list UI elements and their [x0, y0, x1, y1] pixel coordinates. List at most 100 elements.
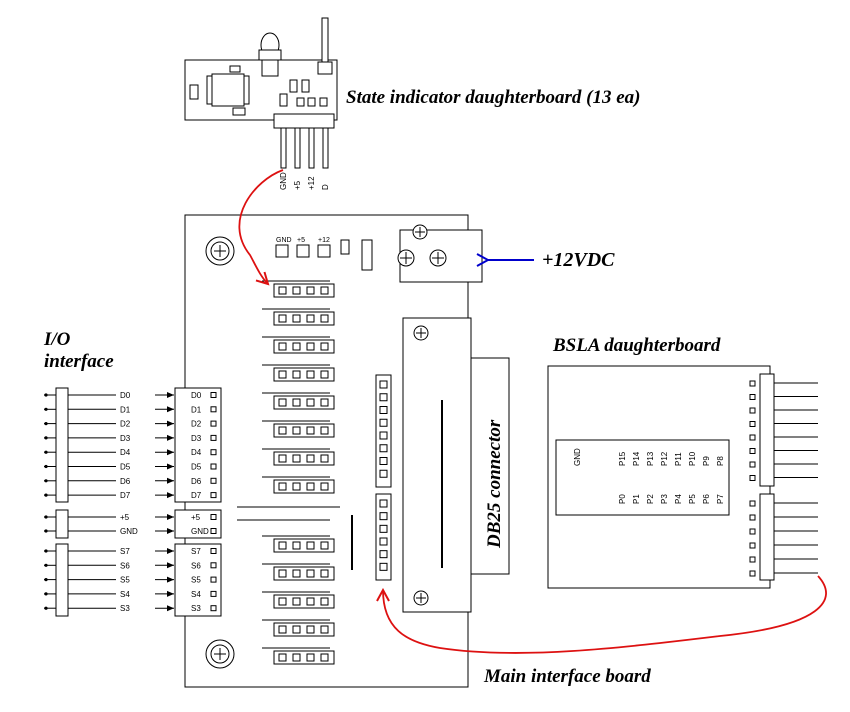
io-header-label: D2: [191, 420, 202, 429]
bsla-pin-label: P8: [716, 456, 725, 466]
indicator-header-rows: [262, 280, 335, 665]
state-indicator-caption: State indicator daughterboard (13 ea): [346, 87, 641, 108]
main-power-labels: GND +5 +12: [276, 237, 330, 244]
db25-caption: DB25 connector: [484, 419, 505, 549]
io-left-label: D4: [120, 448, 131, 457]
io-left-label: D0: [120, 391, 131, 400]
bsla-pin-label: P3: [660, 494, 669, 504]
bsla-header-pad: [749, 514, 756, 521]
main-interface-board: [184, 214, 510, 688]
bsla-pin-label: P13: [646, 451, 655, 466]
db25-pin-strip: [375, 493, 392, 581]
io-header-label: D5: [191, 463, 202, 472]
io-left-label: D1: [120, 405, 131, 414]
bsla-pin-label: P14: [632, 451, 641, 466]
bsla-arrow: [383, 575, 827, 654]
indicator-header: [262, 420, 335, 438]
bsla-header-pad: [749, 394, 756, 400]
bsla-pin-label: P0: [618, 494, 627, 504]
daughterboard-arrow: [238, 169, 284, 284]
daughterboard-pin-label: GND: [279, 172, 288, 190]
bsla-header-pad: [749, 556, 756, 563]
io-header-label: D3: [191, 434, 202, 443]
io-header-label: D1: [191, 405, 202, 414]
io-left-label: GND: [120, 527, 138, 536]
io-left-label: S6: [120, 561, 130, 570]
bsla-pin-label: P4: [674, 494, 683, 504]
io-header-label: GND: [191, 527, 209, 536]
io-left-label: +5: [120, 513, 130, 522]
io-header-label: S7: [191, 547, 201, 556]
bsla-pin-label: P11: [674, 452, 683, 466]
io-caption-line2: interface: [44, 351, 114, 372]
io-header-label: +5: [191, 513, 201, 522]
indicator-header: [262, 647, 335, 665]
indicator-header: [262, 392, 335, 410]
bsla-header-pad: [749, 448, 756, 454]
bsla-pin-label: P9: [702, 456, 711, 466]
main-board-caption: Main interface board: [483, 666, 651, 687]
io-header-label: D7: [191, 491, 202, 500]
bsla-header-pad: [749, 500, 756, 507]
indicator-header: [262, 280, 335, 298]
io-left-label: D6: [120, 477, 131, 486]
indicator-header: [262, 563, 335, 581]
io-header-label: S3: [191, 604, 201, 613]
indicator-header: [262, 364, 335, 382]
bsla-pin-label: P5: [688, 494, 697, 504]
io-caption-line1: I/O: [43, 329, 71, 350]
bsla-header-pad: [749, 461, 756, 468]
indicator-header: [262, 336, 335, 354]
bsla-gnd-label: GND: [573, 448, 582, 466]
indicator-header: [262, 619, 335, 637]
io-left-label: D5: [120, 463, 131, 472]
bsla-pin-label: P7: [716, 494, 725, 504]
bsla-header-pad: [749, 475, 756, 481]
bsla-caption: BSLA daughterboard: [552, 335, 721, 356]
io-header-label: D4: [191, 448, 202, 457]
bsla-header-pad: [749, 528, 756, 535]
bsla-pin-label: P10: [688, 451, 697, 466]
io-left-label: S3: [120, 604, 130, 613]
io-left-label: S5: [120, 576, 130, 585]
main-power-pin-label: +12: [318, 237, 330, 244]
io-left-label: D3: [120, 434, 131, 443]
io-left-label: D2: [120, 420, 131, 429]
io-header-label: S4: [191, 590, 201, 599]
bsla-header-pad: [749, 380, 756, 387]
bsla-header-pad: [749, 570, 756, 577]
io-header-label: D0: [191, 391, 202, 400]
main-power-pin-label: GND: [276, 237, 292, 244]
io-left-label: S4: [120, 590, 130, 599]
bsla-pin-label: P1: [632, 494, 641, 504]
bsla-header-pad: [749, 542, 756, 549]
bsla-header-pad: [749, 434, 756, 441]
power-input-caption: +12VDC: [542, 249, 615, 271]
io-header-label: S5: [191, 576, 201, 585]
bsla-pin-label: P2: [646, 494, 655, 504]
main-power-pin-label: +5: [297, 237, 305, 244]
bsla-header-pad: [749, 421, 756, 427]
bsla-daughterboard: [547, 365, 775, 589]
indicator-header: [262, 535, 335, 553]
bsla-pin-label: P12: [660, 451, 669, 466]
indicator-header: [262, 476, 335, 494]
daughterboard-pin-label: +5: [293, 180, 302, 190]
indicator-header: [262, 308, 335, 326]
state-indicator-daughterboard: [184, 17, 338, 169]
bsla-pin-label: P15: [618, 451, 627, 466]
bsla-header-pad: [749, 407, 756, 414]
bsla-pin-label: P6: [702, 494, 711, 504]
io-left-label: S7: [120, 547, 130, 556]
indicator-header: [262, 448, 335, 466]
daughterboard-pin-label: +12: [307, 176, 316, 190]
io-header-label: D6: [191, 477, 202, 486]
